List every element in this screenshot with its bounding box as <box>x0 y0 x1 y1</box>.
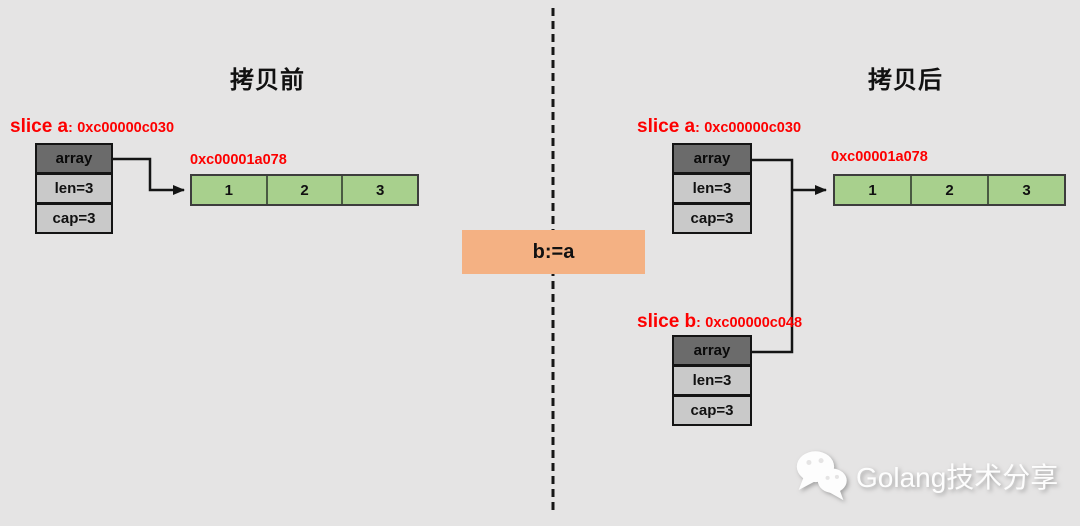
slice-a-address: 0xc00000c030 <box>77 120 175 136</box>
struct-field-cap: cap=3 <box>672 203 752 234</box>
backing-array-address-after: 0xc00001a078 <box>831 149 928 165</box>
array-cell: 2 <box>910 176 987 204</box>
array-cell: 2 <box>265 176 342 204</box>
array-cell: 1 <box>868 181 877 199</box>
backing-array-before: 1 2 3 <box>190 174 419 206</box>
arrow-before-slice-a-to-array <box>113 157 185 195</box>
slice-a-struct-after: array len=3 cap=3 <box>672 143 752 234</box>
title-after-copy: 拷贝后 <box>868 67 943 94</box>
slice-a-separator: : <box>68 119 73 135</box>
slice-a-separator: : <box>695 119 700 135</box>
watermark-brand-text: Golang技术分享 <box>856 462 1059 493</box>
slice-a-name: slice a <box>637 116 696 137</box>
struct-field-cap: cap=3 <box>672 395 752 426</box>
array-cell: 3 <box>341 176 417 204</box>
slice-a-address: 0xc00000c030 <box>704 120 802 136</box>
slice-a-struct-before: array len=3 cap=3 <box>35 143 113 234</box>
struct-field-len: len=3 <box>35 173 113 204</box>
slice-b-label-after: slice b: 0xc00000c048 <box>637 311 802 333</box>
struct-field-array-pointer: array <box>672 143 752 174</box>
array-cell: 1 <box>224 181 233 199</box>
slice-b-name: slice b <box>637 311 697 332</box>
struct-field-len: len=3 <box>672 365 752 396</box>
slice-b-address: 0xc00000c048 <box>705 315 803 331</box>
watermark: Golang技术分享 <box>794 448 1058 504</box>
struct-field-array-pointer: array <box>672 335 752 366</box>
backing-array-address-before: 0xc00001a078 <box>190 152 287 168</box>
backing-array-after: 1 2 3 <box>833 174 1066 206</box>
struct-field-len: len=3 <box>672 173 752 204</box>
array-cell: 3 <box>987 176 1064 204</box>
slice-b-separator: : <box>696 314 701 330</box>
operation-box: b:=a <box>462 230 645 274</box>
struct-field-cap: cap=3 <box>35 203 113 234</box>
slice-b-struct-after: array len=3 cap=3 <box>672 335 752 426</box>
slice-a-name: slice a <box>10 116 69 137</box>
title-before-copy: 拷贝前 <box>230 67 305 94</box>
slice-a-label-after: slice a: 0xc00000c030 <box>637 116 801 138</box>
wechat-icon <box>796 451 847 501</box>
struct-field-array-pointer: array <box>35 143 113 174</box>
slice-a-label-before: slice a: 0xc00000c030 <box>10 116 174 138</box>
